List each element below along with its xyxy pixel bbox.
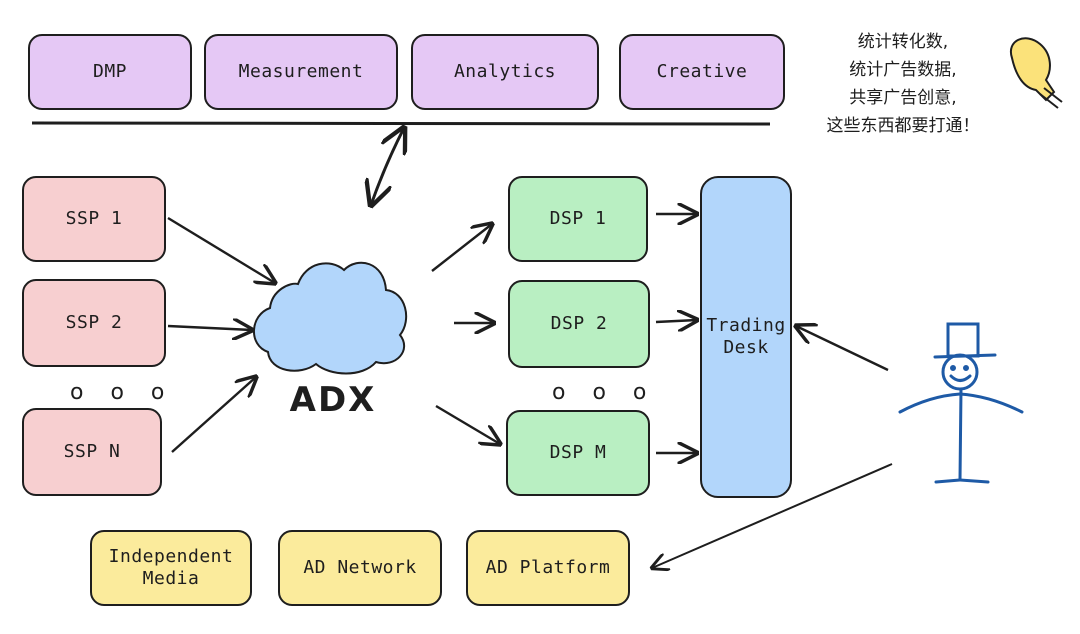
user-stick-figure [898, 322, 1024, 484]
analytics-box: Analytics [411, 34, 599, 110]
adx-divider-arrow [371, 128, 404, 205]
ad-network-box: AD Network [278, 530, 442, 606]
ssp2-to-adx-arrow [167, 326, 252, 330]
ad-platform-box: AD Platform [466, 530, 630, 606]
note-line: 统计广告数据, [849, 60, 957, 80]
integration-note: 统计转化数, 统计广告数据, 共享广告创意, 这些东西都要打通！ [808, 28, 998, 140]
dsp-m-box: DSP M [506, 410, 650, 496]
dsp2-to-desk-arrow [655, 320, 697, 322]
creative-box: Creative [619, 34, 785, 110]
ssp-ellipsis: o o o [70, 380, 175, 405]
adx-to-dspm-arrow [435, 404, 500, 444]
top-divider-line [31, 121, 771, 126]
adx-cloud [253, 261, 408, 375]
sspn-to-adx-arrow [171, 377, 256, 453]
trading-desk-box: Trading Desk [700, 176, 792, 498]
measurement-box: Measurement [204, 34, 398, 110]
independent-media-box: Independent Media [90, 530, 252, 606]
lightbulb-icon [1009, 37, 1063, 109]
dsp-ellipsis: o o o [552, 380, 657, 405]
dmp-box: DMP [28, 34, 192, 110]
note-line: 这些东西都要打通！ [826, 116, 980, 136]
dsp-1-box: DSP 1 [508, 176, 648, 262]
ssp-1-box: SSP 1 [22, 176, 166, 262]
user-to-desk-arrow [796, 326, 889, 372]
adx-label: ADX [289, 380, 377, 420]
note-line: 统计转化数, [857, 32, 949, 52]
user-to-ad-platform-arrow [652, 463, 893, 568]
ssp-2-box: SSP 2 [22, 279, 166, 367]
ssp-n-box: SSP N [22, 408, 162, 496]
adx-to-dsp1-arrow [431, 224, 492, 272]
note-line: 共享广告创意, [849, 88, 957, 108]
ssp1-to-adx-arrow [167, 216, 275, 283]
dsp-2-box: DSP 2 [508, 280, 650, 368]
